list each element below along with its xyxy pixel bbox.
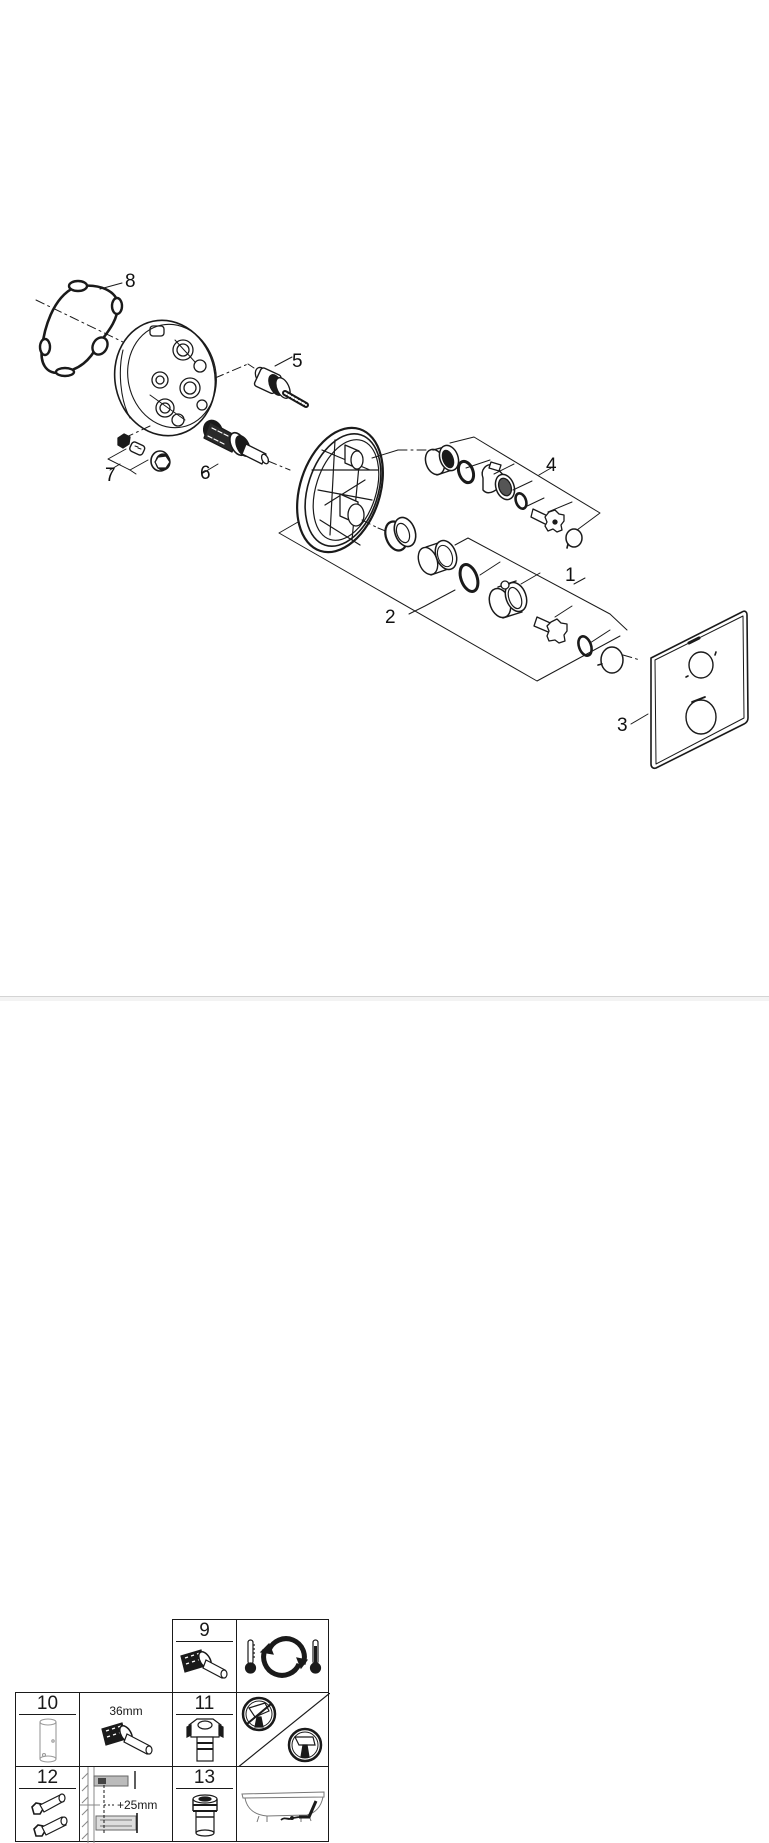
accessory-cell-10-detail: 36mm xyxy=(79,1692,173,1767)
accessory-cell-13: 13 xyxy=(172,1766,237,1842)
accessory-cell-9-detail xyxy=(236,1619,329,1693)
accessory-cell-11-detail xyxy=(236,1692,330,1768)
diverter-cartridge-part-5 xyxy=(247,356,309,408)
callout-1: 1 xyxy=(565,565,576,586)
viewport-bottom-edge xyxy=(0,996,769,1001)
callout-2: 2 xyxy=(385,607,396,628)
stop-valve-adapter-icon xyxy=(186,1718,224,1762)
temperature-reversal-icon xyxy=(244,1636,322,1678)
callout-3: 3 xyxy=(617,715,628,736)
check-valve-icon xyxy=(192,1794,218,1837)
bathtub-icon xyxy=(241,1791,325,1823)
exploded-parts-diagram: 1 2 3 4 5 6 7 8 9 xyxy=(0,271,769,1843)
callout-8: 8 xyxy=(125,271,136,292)
trim-plate-part-3 xyxy=(630,610,749,770)
extension-sleeve-icon xyxy=(39,1718,57,1763)
callout-5: 5 xyxy=(292,351,303,372)
callout-6: 6 xyxy=(200,463,211,484)
cartridge-icon xyxy=(101,1722,153,1755)
accessory-cell-11: 11 xyxy=(172,1692,237,1767)
thermostat-handle-set-part-1-and-2 xyxy=(278,516,641,682)
handle-orientation-icon xyxy=(237,1693,330,1768)
check-valve-set-part-7 xyxy=(107,433,171,475)
accessory-cell-10: 10 xyxy=(15,1692,80,1767)
accessory-cell-12: 12 xyxy=(15,1766,80,1842)
thermostatic-cartridge-part-6 xyxy=(202,419,291,474)
valve-body-housing xyxy=(113,319,249,441)
accessory-cell-9: 9 xyxy=(172,1619,237,1693)
accessory-cell-13-detail xyxy=(236,1766,329,1842)
cartridge-icon xyxy=(180,1649,228,1679)
diverter-handle-set-part-4 xyxy=(397,436,601,549)
callout-7: 7 xyxy=(105,465,116,486)
dimension-label-25mm: +25mm xyxy=(117,1798,158,1812)
mounting-plate xyxy=(296,426,399,554)
callout-4: 4 xyxy=(546,455,557,476)
gasket-ring-part-8 xyxy=(35,279,151,378)
accessory-cell-12-detail: +25mm xyxy=(79,1766,173,1843)
extension-set-icon xyxy=(31,1793,68,1837)
